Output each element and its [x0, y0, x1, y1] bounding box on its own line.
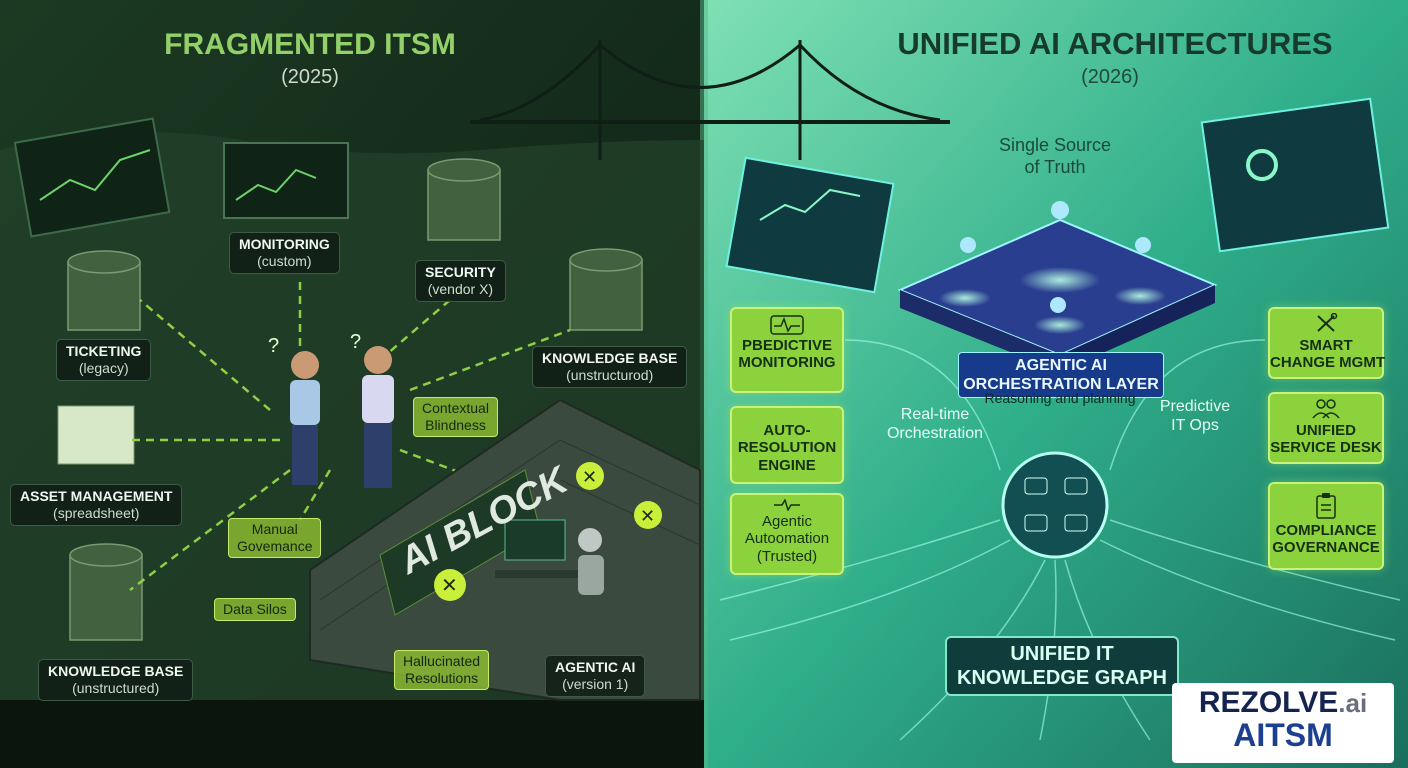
blocked-x-icon: ✕ ✕ ✕ [434, 462, 662, 601]
waveform-icon [774, 499, 800, 511]
clipboard-icon [1316, 493, 1336, 519]
orchestration-platform [897, 218, 1218, 372]
callout-contextual-blindness: Contextual Blindness [413, 397, 498, 437]
card-auto-resolution-engine: AUTO- RESOLUTION ENGINE [730, 406, 844, 484]
right-title: UNIFIED AI ARCHITECTURES [897, 26, 1333, 61]
monitor-icon [223, 142, 349, 219]
node-ticketing: TICKETING (legacy) [56, 339, 152, 381]
robot-at-desk-icon [495, 519, 604, 595]
robot-icon [960, 201, 1151, 313]
brand-tag: AITSM [1233, 716, 1333, 753]
svg-text:✕: ✕ [441, 575, 458, 597]
brand-name: REZOLVE [1198, 686, 1339, 719]
node-agentic-ai: AGENTIC AI (version 1) [545, 655, 646, 697]
spreadsheet-icon [57, 405, 135, 465]
left-year: (2025) [281, 66, 339, 88]
orchestration-layer-label: AGENTIC AI ORCHESTRATION LAYER [958, 352, 1164, 399]
node-security: SECURITY (vendor X) [415, 260, 506, 302]
callout-hallucinated-resolutions: Hallucinated Resolutions [394, 650, 490, 690]
svg-text:?: ? [268, 335, 279, 357]
node-knowledge-base-top: KNOWLEDGE BASE (unstructurod) [532, 346, 688, 388]
card-agentic-automation: Agentic Autoomation (Trusted) [730, 493, 844, 575]
wrench-screwdriver-icon [1317, 313, 1338, 332]
pulse-monitor-icon [770, 315, 804, 335]
people-icon [1312, 399, 1340, 419]
dashboard-icon [1200, 97, 1390, 253]
node-asset-management: ASSET MANAGEMENT (spreadsheet) [10, 484, 183, 526]
card-predictive-monitoring: PBEDICTIVE MONITORING [730, 307, 844, 393]
left-title: FRAGMENTED ITSM [164, 28, 456, 61]
callout-manual-governance: Manual Govemance [228, 518, 322, 558]
database-icon [67, 158, 643, 641]
reasoning-label: Reasoning and planning [984, 390, 1136, 406]
node-monitoring: MONITORING (custom) [229, 232, 340, 274]
card-compliance-governance: COMPLIANCE GOVERNANCE [1268, 482, 1384, 570]
brand-suffix: .ai [1338, 688, 1368, 718]
confused-person-icon [290, 351, 320, 485]
dashboard-icon [725, 156, 895, 294]
svg-text:✕: ✕ [582, 467, 597, 487]
knowledge-graph-label: UNIFIED IT KNOWLEDGE GRAPH [945, 636, 1179, 696]
right-year: (2026) [1081, 66, 1139, 88]
card-smart-change-mgmt: SMART CHANGE MGMT [1268, 307, 1385, 379]
svg-text:?: ? [350, 331, 361, 353]
card-unified-service-desk: UNIFIED SERVICE DESK [1268, 392, 1384, 464]
svg-text:✕: ✕ [640, 506, 655, 526]
knowledge-hub-icon [1001, 451, 1109, 559]
bridge-illustration [470, 40, 950, 160]
callout-data-silos: Data Silos [214, 598, 296, 621]
monitor-icon [13, 117, 171, 238]
predictive-it-ops-label: Predictive IT Ops [1159, 398, 1231, 435]
node-knowledge-base-bottom: KNOWLEDGE BASE (unstructured) [38, 659, 194, 701]
brand-logo: REZOLVE.ai AITSM [1172, 683, 1394, 763]
realtime-orchestration-label: Real-time Orchestration [886, 406, 984, 443]
single-source-of-truth-label: Single Source of Truth [998, 135, 1112, 177]
confused-person-icon [362, 346, 394, 488]
